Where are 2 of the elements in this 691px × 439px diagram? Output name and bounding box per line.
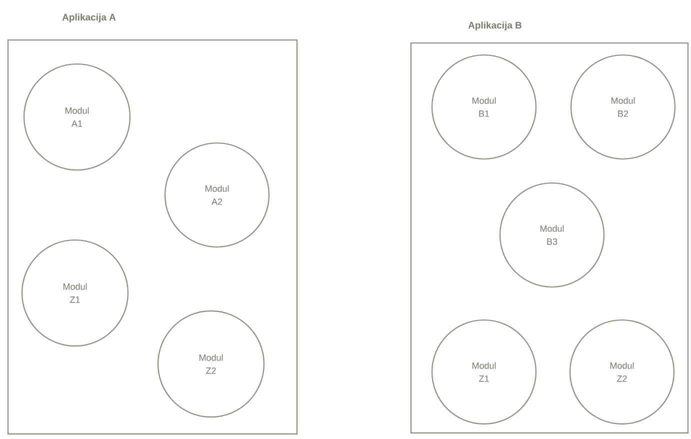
node-label: Aplikacija B bbox=[468, 22, 522, 30]
node-label: Aplikacija A bbox=[62, 14, 116, 22]
